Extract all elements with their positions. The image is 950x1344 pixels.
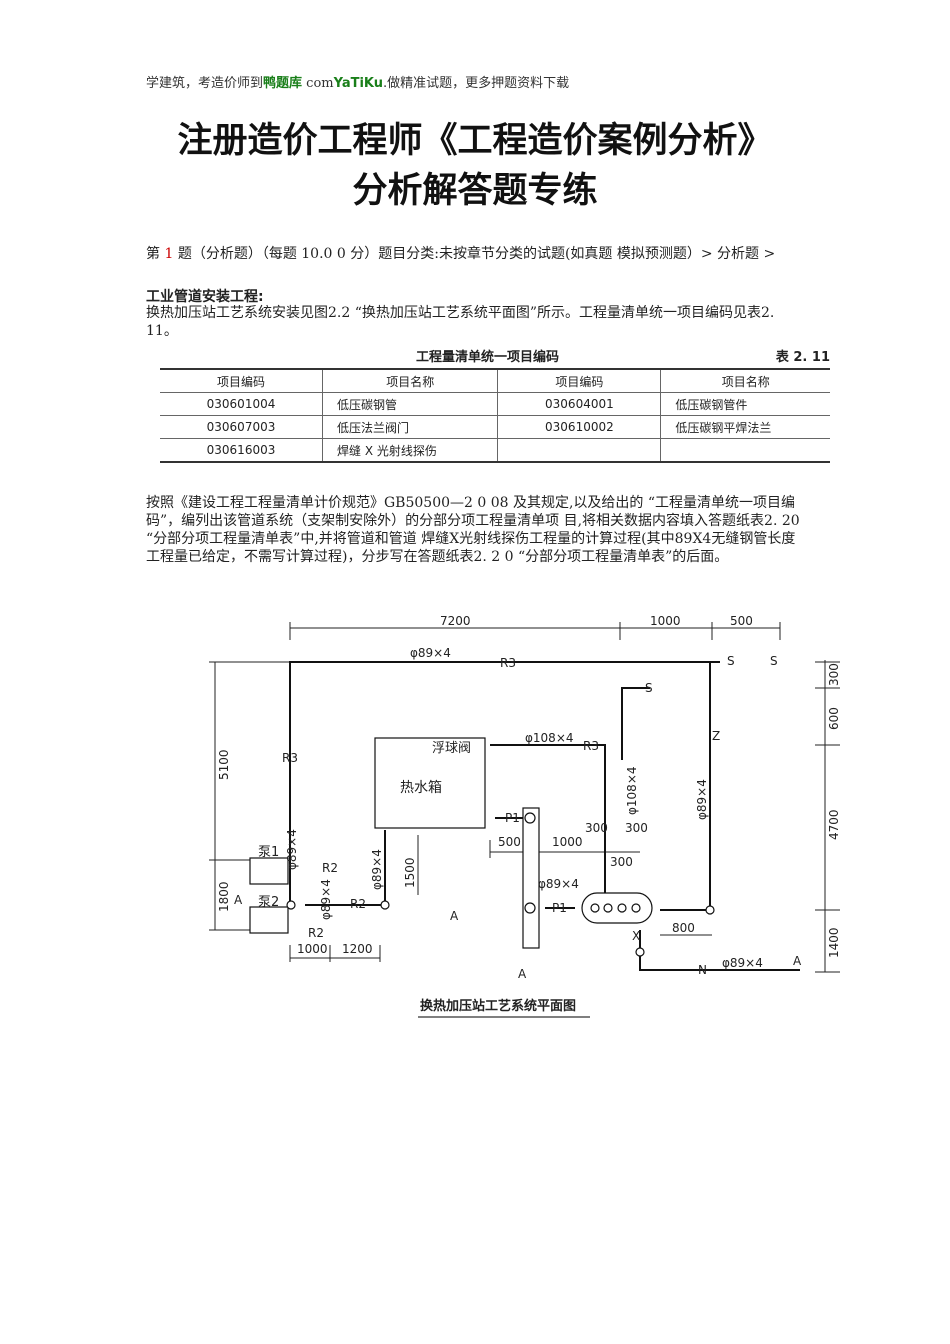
tag-r2-c: R2 xyxy=(308,926,324,940)
table-cell: 030604001 xyxy=(497,392,662,416)
question-prefix: 第 xyxy=(146,246,165,262)
pump-2 xyxy=(249,906,289,934)
heat-exchanger xyxy=(581,892,653,924)
pipe-label-n-line: φ89×4 xyxy=(722,956,763,970)
table-header: 项目名称 xyxy=(660,368,830,393)
tag-s-3: S xyxy=(645,681,653,695)
dim-right-3: 4700 xyxy=(827,809,841,840)
tag-s-1: S xyxy=(727,654,735,668)
page-title: 注册造价工程师《工程造价案例分析》 分析解答题专练 xyxy=(0,116,950,216)
tag-r3-top: R3 xyxy=(500,656,516,670)
support-column xyxy=(522,807,540,949)
title-line-2: 分析解答题专练 xyxy=(352,171,598,211)
table-cell: 030616003 xyxy=(160,438,323,463)
dim-mid-1: 500 xyxy=(498,835,521,849)
table-row: 030601004 低压碳钢管 030604001 低压碳钢管件 xyxy=(160,392,830,416)
tag-a-3: A xyxy=(518,967,527,981)
dim-top-1: 7200 xyxy=(440,614,471,628)
table-cell: 030607003 xyxy=(160,415,323,439)
pump2-label: 泵2 xyxy=(258,895,279,910)
dim-right-4: 1400 xyxy=(827,927,841,958)
question-meta: 第 1 题（分析题）（每题 10.0 0 分）题目分类:未按章节分类的试题(如真… xyxy=(146,245,806,263)
header-prefix: 学建筑，考造价师到 xyxy=(146,76,264,91)
table-row: 030616003 焊缝 X 光射线探伤 xyxy=(160,438,830,463)
table-header: 项目名称 xyxy=(321,368,499,393)
dim-mid-5: 300 xyxy=(610,855,633,869)
table-cell: 低压碳钢管件 xyxy=(660,392,830,416)
pipe-label-108-v: φ108×4 xyxy=(625,766,639,815)
pipe-lines xyxy=(289,661,800,971)
table-row: 030607003 低压法兰阀门 030610002 低压碳钢平焊法兰 xyxy=(160,415,830,439)
header-brand[interactable]: 鸭题库 xyxy=(263,76,303,91)
tag-r3-tank: R3 xyxy=(583,739,599,753)
pipe-label-108-h: φ108×4 xyxy=(525,731,574,745)
float-valve-label: 浮球阀 xyxy=(432,741,471,756)
tank-label: 热水箱 xyxy=(400,780,442,796)
tag-r3-left: R3 xyxy=(282,751,298,765)
tag-s-2: S xyxy=(770,654,778,668)
dim-right-2: 600 xyxy=(827,707,841,730)
tag-a-4: A xyxy=(793,954,802,968)
question-number: 1 xyxy=(164,246,174,262)
dim-bottom-1: 1000 xyxy=(297,942,328,956)
diagram-labels: 7200 1000 500 5100 1800 300 600 4700 140… xyxy=(217,614,841,1014)
pipe-label-pump: φ89×4 xyxy=(319,879,333,920)
title-line-1: 注册造价工程师《工程造价案例分析》 xyxy=(177,121,773,161)
table-cell xyxy=(497,438,662,463)
tag-r2-a: R2 xyxy=(322,861,338,875)
dim-mid-2: 1000 xyxy=(552,835,583,849)
dim-left-2: 1800 xyxy=(217,881,231,912)
paragraph-1: 换热加压站工艺系统安装见图2.2 “换热加压站工艺系统平面图”所示。工程量清单统… xyxy=(146,305,775,339)
table-caption-name: 工程量清单统一项目编码 xyxy=(416,350,560,365)
table-cell xyxy=(660,438,830,463)
table-header: 项目编码 xyxy=(497,368,662,393)
tag-x: X xyxy=(632,929,640,943)
dim-mid-3: 300 xyxy=(585,821,608,835)
dim-mid-6: 1500 xyxy=(403,857,417,888)
pump-1 xyxy=(249,857,289,885)
section-title: 工业管道安装工程: xyxy=(146,289,264,305)
diagram-caption: 换热加压站工艺系统平面图 xyxy=(420,998,576,1014)
tag-z: Z xyxy=(712,729,720,743)
header-suffix: .做精准试题，更多押题资料下载 xyxy=(383,76,570,91)
table-cell: 030610002 xyxy=(497,415,662,439)
table-caption-number: 表 2. 11 xyxy=(775,350,830,365)
dim-right-1: 300 xyxy=(827,663,841,686)
tag-p1-a: P1 xyxy=(505,811,520,825)
tag-a-1: A xyxy=(234,893,243,907)
dim-left-1: 5100 xyxy=(217,749,231,780)
pipe-label-pump1: φ89×4 xyxy=(285,829,299,870)
code-table: 项目编码 项目名称 项目编码 项目名称 030601004 低压碳钢管 0306… xyxy=(160,368,830,463)
equipment xyxy=(249,737,715,957)
tag-p1-b: P1 xyxy=(552,901,567,915)
table-cell: 030601004 xyxy=(160,392,323,416)
dim-bottom-2: 1200 xyxy=(342,942,373,956)
table-cell: 低压碳钢平焊法兰 xyxy=(660,415,830,439)
dim-top-2: 1000 xyxy=(650,614,681,628)
tag-n: N xyxy=(698,963,707,977)
page-header: 学建筑，考造价师到鸭题库 comYaTiKu.做精准试题，更多押题资料下载 xyxy=(146,72,569,91)
tag-a-2: A xyxy=(450,909,459,923)
table-header: 项目编码 xyxy=(160,368,323,393)
question-meta-rest: 题（分析题）（每题 10.0 0 分）题目分类:未按章节分类的试题(如真题 模拟… xyxy=(173,246,776,262)
header-brand-en[interactable]: YaTiKu xyxy=(333,76,384,91)
table-cell: 低压碳钢管 xyxy=(321,392,499,416)
dim-bottom-3: 800 xyxy=(672,921,695,935)
dim-top-3: 500 xyxy=(730,614,753,628)
dim-mid-4: 300 xyxy=(625,821,648,835)
header-brand-en-pre: com xyxy=(302,76,334,91)
table-caption: 工程量清单统一项目编码 表 2. 11 xyxy=(160,346,830,365)
pipe-label-tank-out: φ89×4 xyxy=(370,849,384,890)
table-cell: 焊缝 X 光射线探伤 xyxy=(321,438,499,463)
hot-water-tank xyxy=(374,737,486,829)
pipe-label-main: φ89×4 xyxy=(410,646,451,660)
pump1-label: 泵1 xyxy=(258,845,279,860)
system-plan-diagram: 7200 1000 500 5100 1800 300 600 4700 140… xyxy=(209,614,841,1018)
table-header-row: 项目编码 项目名称 项目编码 项目名称 xyxy=(160,368,830,393)
paragraph-2: 按照《建设工程工程量清单计价规范》GB50500—2 0 08 及其规定,以及给… xyxy=(146,495,800,565)
pipe-label-riser: φ89×4 xyxy=(695,779,709,820)
pipe-label-column: φ89×4 xyxy=(538,877,579,891)
table-cell: 低压法兰阀门 xyxy=(321,415,499,439)
tag-r2-b: R2 xyxy=(350,897,366,911)
